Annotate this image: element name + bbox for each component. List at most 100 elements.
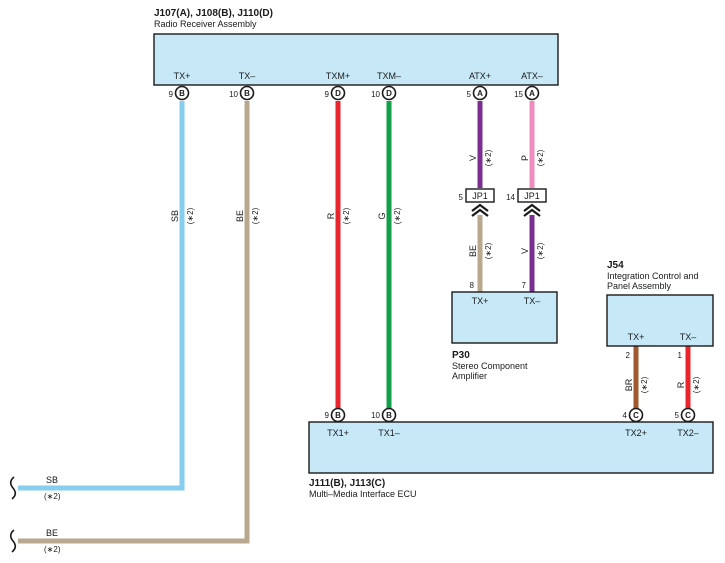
junction-pin-number: 5 xyxy=(459,193,464,202)
pin-number: 10 xyxy=(229,90,238,99)
connector-circle: C xyxy=(628,407,644,423)
pin-number: 5 xyxy=(675,411,680,420)
connector-circle: A xyxy=(472,85,488,101)
junction-label: JP1 xyxy=(524,191,540,201)
radio-receiver-box xyxy=(153,33,559,86)
exit-note: (∗2) xyxy=(44,492,61,501)
pin-label: ATX– xyxy=(521,71,543,81)
connector-circle: D xyxy=(381,85,397,101)
wire-note: (∗2) xyxy=(536,242,545,259)
exit-color-label: BE xyxy=(46,528,58,538)
exit-color-label: SB xyxy=(46,475,58,485)
wire-note: (∗2) xyxy=(536,149,545,166)
pin-number: 4 xyxy=(623,411,628,420)
wire-be xyxy=(18,101,250,544)
wire-note: (∗2) xyxy=(484,149,493,166)
pin-label: TX+ xyxy=(174,71,191,81)
connector-letter: D xyxy=(386,89,392,98)
stereo-amp-name: Amplifier xyxy=(452,371,487,381)
mmi-ecu-name: Multi–Media Interface ECU xyxy=(309,489,417,499)
pin-label: TX– xyxy=(524,296,541,306)
connector-circle: C xyxy=(680,407,696,423)
wire-labels: SB (∗2) BE (∗2) R (∗2) G (∗2) V (∗2) P (… xyxy=(170,149,701,393)
wire-color-label: V xyxy=(520,248,530,254)
wire-note: (∗2) xyxy=(186,207,195,224)
wire-color-label: BE xyxy=(235,210,245,222)
pin-label: TXM– xyxy=(377,71,401,81)
junction-chevron-icon xyxy=(523,203,541,217)
pin-number: 2 xyxy=(626,351,631,360)
wire-note: (∗2) xyxy=(692,376,701,393)
connector-letter: C xyxy=(633,411,639,420)
wire-color-label: G xyxy=(377,212,387,219)
connector-letter: A xyxy=(529,89,535,98)
pin-number: 9 xyxy=(325,90,330,99)
pin-label: TX+ xyxy=(628,332,645,342)
wire-note: (∗2) xyxy=(251,207,260,224)
radio-receiver-name: Radio Receiver Assembly xyxy=(154,19,257,29)
pin-label: TX2– xyxy=(677,428,699,438)
wire-note: (∗2) xyxy=(342,207,351,224)
connector-letter: B xyxy=(335,411,341,420)
pin-number: 15 xyxy=(514,90,523,99)
mmi-ecu-code: J111(B), J113(C) xyxy=(309,478,385,489)
radio-receiver-code: J107(A), J108(B), J110(D) xyxy=(154,8,273,19)
connector-letter: B xyxy=(244,89,250,98)
panel-code: J54 xyxy=(607,260,624,271)
exit-sb: SB (∗2) xyxy=(9,475,61,501)
stereo-amp-code: P30 xyxy=(452,350,470,361)
junction-jp1-left: 5 JP1 xyxy=(459,188,495,217)
pin-label: TX1– xyxy=(378,428,400,438)
pin-label: TX– xyxy=(680,332,697,342)
pin-label: TX2+ xyxy=(625,428,647,438)
wire-color-label: BE xyxy=(468,245,478,257)
pin-label: ATX+ xyxy=(469,71,491,81)
pin-number: 7 xyxy=(522,281,527,290)
mmi-ecu-box xyxy=(308,421,714,474)
wire-note: (∗2) xyxy=(484,242,493,259)
connector-circle: A xyxy=(524,85,540,101)
wire-color-label: V xyxy=(468,155,478,161)
pin-number: 10 xyxy=(371,411,380,420)
connector-letter: D xyxy=(335,89,341,98)
pin-number: 9 xyxy=(325,411,330,420)
pin-number: 8 xyxy=(470,281,475,290)
stereo-component-amplifier: 8 7 TX+ TX– P30 Stereo Component Amplifi… xyxy=(451,281,558,381)
exit-note: (∗2) xyxy=(44,545,61,554)
connector-letter: C xyxy=(685,411,691,420)
pin-number: 9 xyxy=(169,90,174,99)
wire-note: (∗2) xyxy=(393,207,402,224)
junction-chevron-icon xyxy=(471,203,489,217)
pin-label: TX1+ xyxy=(327,428,349,438)
junction-label: JP1 xyxy=(472,191,488,201)
multi-media-interface-ecu: TX1+ TX1– TX2+ TX2– 9 10 4 5 B B C C J11… xyxy=(308,407,714,499)
radio-receiver-assembly: J107(A), J108(B), J110(D) Radio Receiver… xyxy=(153,8,559,101)
stereo-amp-box xyxy=(451,291,558,344)
panel-name: Integration Control and xyxy=(607,271,699,281)
wire-color-label: SB xyxy=(170,210,180,222)
junction-box xyxy=(517,188,547,203)
connector-circle: B xyxy=(381,407,397,423)
junction-box xyxy=(465,188,495,203)
panel-name: Panel Assembly xyxy=(607,281,672,291)
pin-number: 10 xyxy=(371,90,380,99)
wire-note: (∗2) xyxy=(640,376,649,393)
connector-circle: B xyxy=(239,85,255,101)
wire-color-label: R xyxy=(676,381,686,388)
panel-box xyxy=(606,294,714,347)
wires xyxy=(18,101,691,544)
connector-letter: A xyxy=(477,89,483,98)
integration-control-panel: J54 Integration Control and Panel Assemb… xyxy=(606,260,714,360)
stereo-amp-name: Stereo Component xyxy=(452,361,528,371)
connector-circle: B xyxy=(174,85,190,101)
exit-be: BE (∗2) xyxy=(9,528,61,554)
wire-sb xyxy=(18,101,185,491)
wire-color-label: P xyxy=(520,155,530,161)
wire-color-label: BR xyxy=(624,378,634,391)
pin-label: TX+ xyxy=(472,296,489,306)
connector-letter: B xyxy=(179,89,185,98)
pin-number: 5 xyxy=(467,90,472,99)
pin-number: 1 xyxy=(678,351,683,360)
junction-pin-number: 14 xyxy=(506,193,515,202)
